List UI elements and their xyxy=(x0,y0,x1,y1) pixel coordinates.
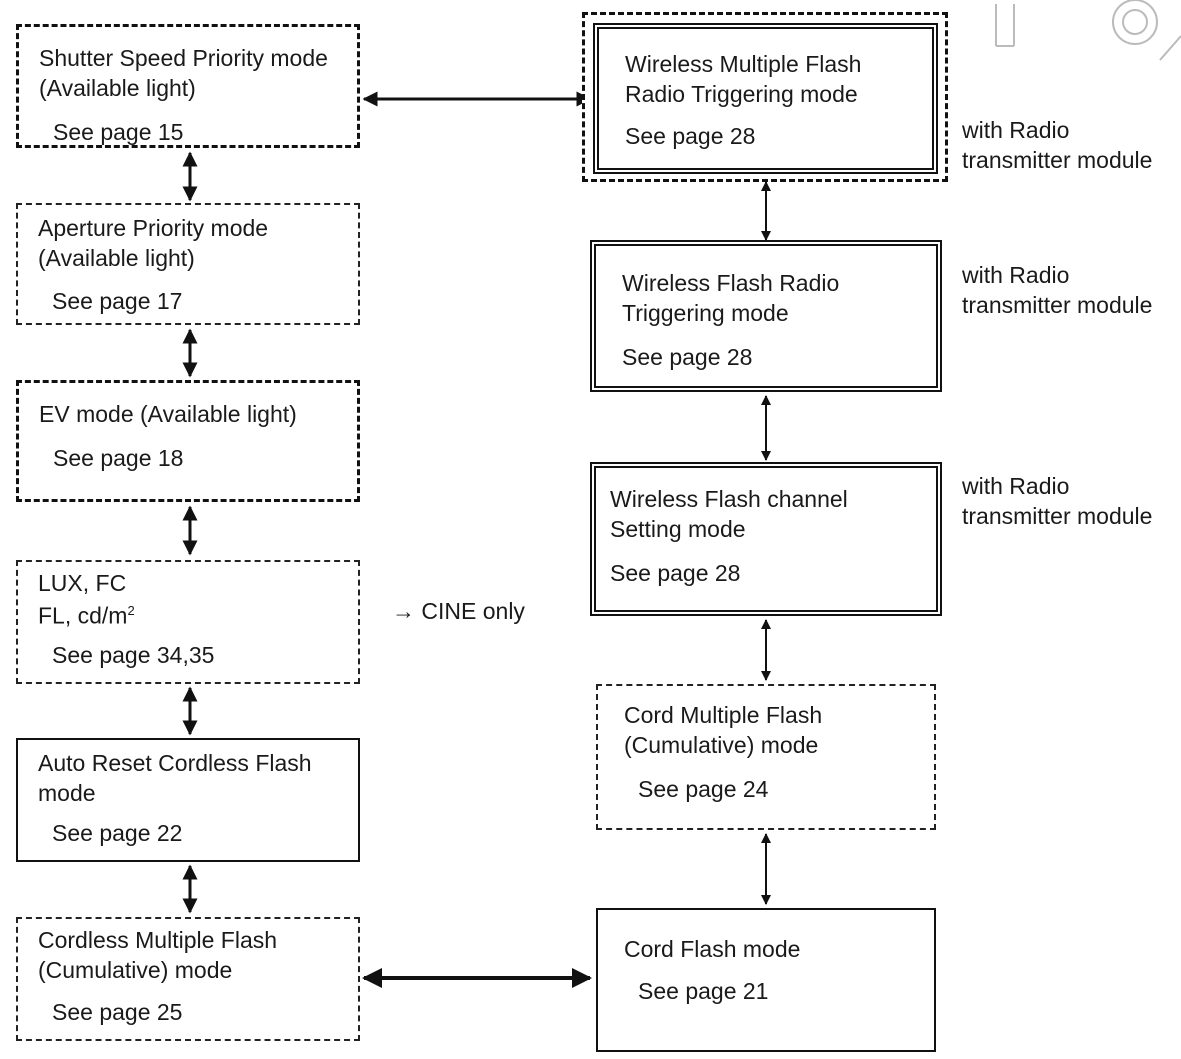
wmultiple-subtitle: Radio Triggering mode xyxy=(625,81,858,107)
wchannel-note-line1: with Radio xyxy=(962,473,1070,499)
wmultiple-note-line2: transmitter module xyxy=(962,147,1153,173)
wflash-title: Wireless Flash Radio xyxy=(622,270,840,296)
wchannel-subtitle: Setting mode xyxy=(610,516,746,542)
cordflash-title: Cord Flash mode xyxy=(624,936,801,962)
wchannel-note-line2: transmitter module xyxy=(962,503,1153,529)
shutter-subtitle: (Available light) xyxy=(39,75,196,101)
cordmultiple-page: See page 24 xyxy=(638,776,769,802)
cordmultiple-subtitle: (Cumulative) mode xyxy=(624,732,819,758)
aperture-priority-box: Aperture Priority mode (Available light)… xyxy=(16,203,360,325)
cord-multiple-box: Cord Multiple Flash (Cumulative) mode Se… xyxy=(596,684,936,830)
wireless-channel-box: Wireless Flash channel Setting mode See … xyxy=(590,462,942,616)
cord-flash-box: Cord Flash mode See page 21 xyxy=(596,908,936,1052)
wchannel-page: See page 28 xyxy=(610,560,741,586)
lux-superscript: 2 xyxy=(127,603,135,618)
aperture-subtitle: (Available light) xyxy=(38,245,195,271)
wmultiple-title: Wireless Multiple Flash xyxy=(625,51,862,77)
lux-line2-text: FL, cd/m xyxy=(38,602,128,629)
wireless-multiple-outer-box: Wireless Multiple Flash Radio Triggering… xyxy=(582,12,948,182)
ev-page: See page 18 xyxy=(53,445,184,471)
cordless-multiple-box: Cordless Multiple Flash (Cumulative) mod… xyxy=(16,917,360,1041)
cine-only-note: → CINE only xyxy=(392,598,525,624)
aperture-page: See page 17 xyxy=(52,288,183,314)
lux-mode-box: LUX, FC FL, cd/m2 See page 34,35 xyxy=(16,560,360,684)
ev-mode-box: EV mode (Available light) See page 18 xyxy=(16,380,360,502)
autoreset-subtitle: mode xyxy=(38,780,96,806)
cordmultiple-title: Cord Multiple Flash xyxy=(624,702,823,728)
wflash-note-line2: transmitter module xyxy=(962,292,1153,318)
wmultiple-page: See page 28 xyxy=(625,123,756,149)
aperture-title: Aperture Priority mode xyxy=(38,215,269,241)
wchannel-title: Wireless Flash channel xyxy=(610,486,848,512)
corner-decoration xyxy=(995,0,1181,61)
wmultiple-note-line1: with Radio xyxy=(962,117,1070,143)
lux-line1: LUX, FC xyxy=(38,570,127,596)
wireless-flash-radio-box: Wireless Flash Radio Triggering mode See… xyxy=(590,240,942,392)
autoreset-title: Auto Reset Cordless Flash xyxy=(38,750,312,776)
cordflash-page: See page 21 xyxy=(638,978,769,1004)
ev-title: EV mode (Available light) xyxy=(39,401,297,427)
cordless-title: Cordless Multiple Flash xyxy=(38,927,278,953)
shutter-title: Shutter Speed Priority mode xyxy=(39,45,328,71)
lux-line2: FL, cd/m2 xyxy=(38,596,135,631)
autoreset-page: See page 22 xyxy=(52,820,183,846)
auto-reset-box: Auto Reset Cordless Flash mode See page … xyxy=(16,738,360,862)
lux-page: See page 34,35 xyxy=(52,642,215,668)
wireless-multiple-box: Wireless Multiple Flash Radio Triggering… xyxy=(593,23,938,174)
shutter-priority-box: Shutter Speed Priority mode (Available l… xyxy=(16,24,360,148)
wflash-page: See page 28 xyxy=(622,344,753,370)
wflash-subtitle: Triggering mode xyxy=(622,300,789,326)
wflash-note-line1: with Radio xyxy=(962,262,1070,288)
cordless-page: See page 25 xyxy=(52,999,183,1025)
shutter-page: See page 15 xyxy=(53,119,184,145)
cordless-subtitle: (Cumulative) mode xyxy=(38,957,233,983)
